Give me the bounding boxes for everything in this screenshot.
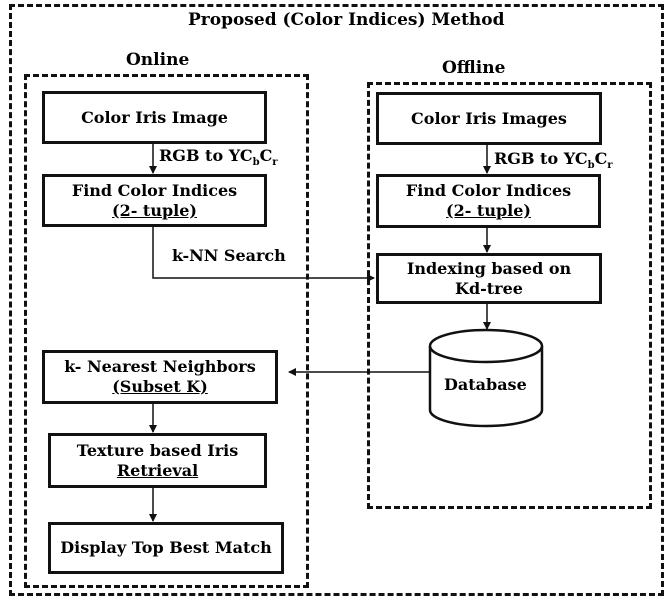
offline-find-line2: (2- tuple) xyxy=(446,201,531,220)
display-top-match-box: Display Top Best Match xyxy=(48,522,284,574)
texture-retrieval-box: Texture based Iris Retrieval xyxy=(48,433,267,488)
online-rgb-to-ycbcr-label: RGB to YCbCr xyxy=(159,146,278,169)
offline-label: Offline xyxy=(442,58,506,78)
knn-search-label: k-NN Search xyxy=(172,246,286,265)
online-find-color-indices-box: Find Color Indices (2- tuple) xyxy=(42,174,267,227)
index-line2: Kd-tree xyxy=(455,278,523,298)
online-color-iris-image-box: Color Iris Image xyxy=(42,91,267,144)
knn-neighbors-box: k- Nearest Neighbors (Subset K) xyxy=(42,350,278,404)
texture-line2: Retrieval xyxy=(116,460,199,480)
database-label: Database xyxy=(444,375,527,394)
offline-frame xyxy=(367,82,652,509)
offline-rgb-to-ycbcr-label: RGB to YCbCr xyxy=(494,149,613,172)
online-color-iris-image-label: Color Iris Image xyxy=(81,107,228,127)
online-frame xyxy=(24,74,309,588)
database-cylinder xyxy=(428,328,544,428)
knn-line1: k- Nearest Neighbors xyxy=(64,357,256,376)
online-find-line2: (2- tuple) xyxy=(112,200,197,220)
online-find-line1: Find Color Indices xyxy=(71,180,238,200)
kd-tree-indexing-box: Indexing based on Kd-tree xyxy=(376,253,602,304)
texture-line1: Texture based Iris xyxy=(76,440,239,460)
offline-find-color-indices-box: Find Color Indices (2- tuple) xyxy=(376,174,601,228)
knn-line2: (Subset K) xyxy=(112,377,208,396)
offline-color-iris-images-box: Color Iris Images xyxy=(376,92,602,145)
index-line1: Indexing based on xyxy=(406,258,572,278)
outer-method-frame xyxy=(9,4,664,596)
offline-color-iris-images-label: Color Iris Images xyxy=(411,108,567,128)
online-label: Online xyxy=(126,50,190,70)
display-label: Display Top Best Match xyxy=(60,538,272,557)
offline-find-line1: Find Color Indices xyxy=(405,181,572,200)
arrow-knn-search xyxy=(152,227,375,282)
method-title: Proposed (Color Indices) Method xyxy=(188,10,505,30)
